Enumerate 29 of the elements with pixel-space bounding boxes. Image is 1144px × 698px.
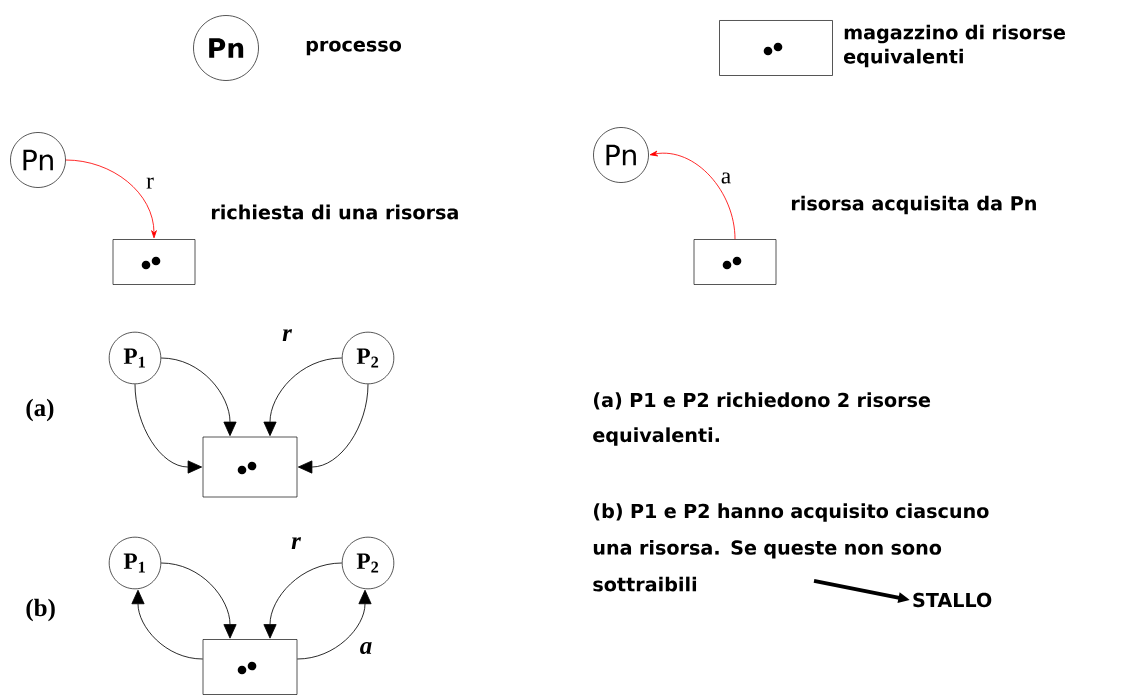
edge-label: r xyxy=(289,535,303,551)
resource-box xyxy=(112,239,196,285)
arrow xyxy=(65,159,157,239)
arrow xyxy=(134,383,203,474)
explanation-text: (a) P1 e P2 richiedono 2 risorse equivalenti. xyxy=(593,392,931,446)
explanation-text: (b) P1 e P2 hanno acquisito ciascuno una risorsa. Se queste non sono sottraibili xyxy=(593,503,989,592)
resource-box xyxy=(202,436,298,498)
resource-box xyxy=(202,639,298,695)
arrow xyxy=(160,357,237,437)
case-label: (a) xyxy=(26,398,54,422)
arrow xyxy=(297,383,369,474)
result-text: STALLO xyxy=(913,592,992,608)
case-label: (b) xyxy=(26,598,55,622)
edge-label: r xyxy=(144,175,156,191)
resource-box xyxy=(719,20,833,76)
edge-label: r xyxy=(280,327,294,343)
arrow xyxy=(263,562,343,639)
arrow xyxy=(131,589,204,660)
edge-label: a xyxy=(719,170,733,186)
arrow xyxy=(649,150,736,240)
description-text: richiesta di una risorsa xyxy=(211,204,458,220)
resource-box xyxy=(693,239,777,285)
arrow xyxy=(296,589,372,660)
arrow xyxy=(160,562,237,639)
legend-text: processo xyxy=(306,40,401,56)
legend-text: magazzino di risorse equivalenti xyxy=(844,24,1066,68)
description-text: risorsa acquisita da Pn xyxy=(791,195,1036,215)
edge-label: a xyxy=(358,640,374,656)
arrow xyxy=(263,357,343,437)
